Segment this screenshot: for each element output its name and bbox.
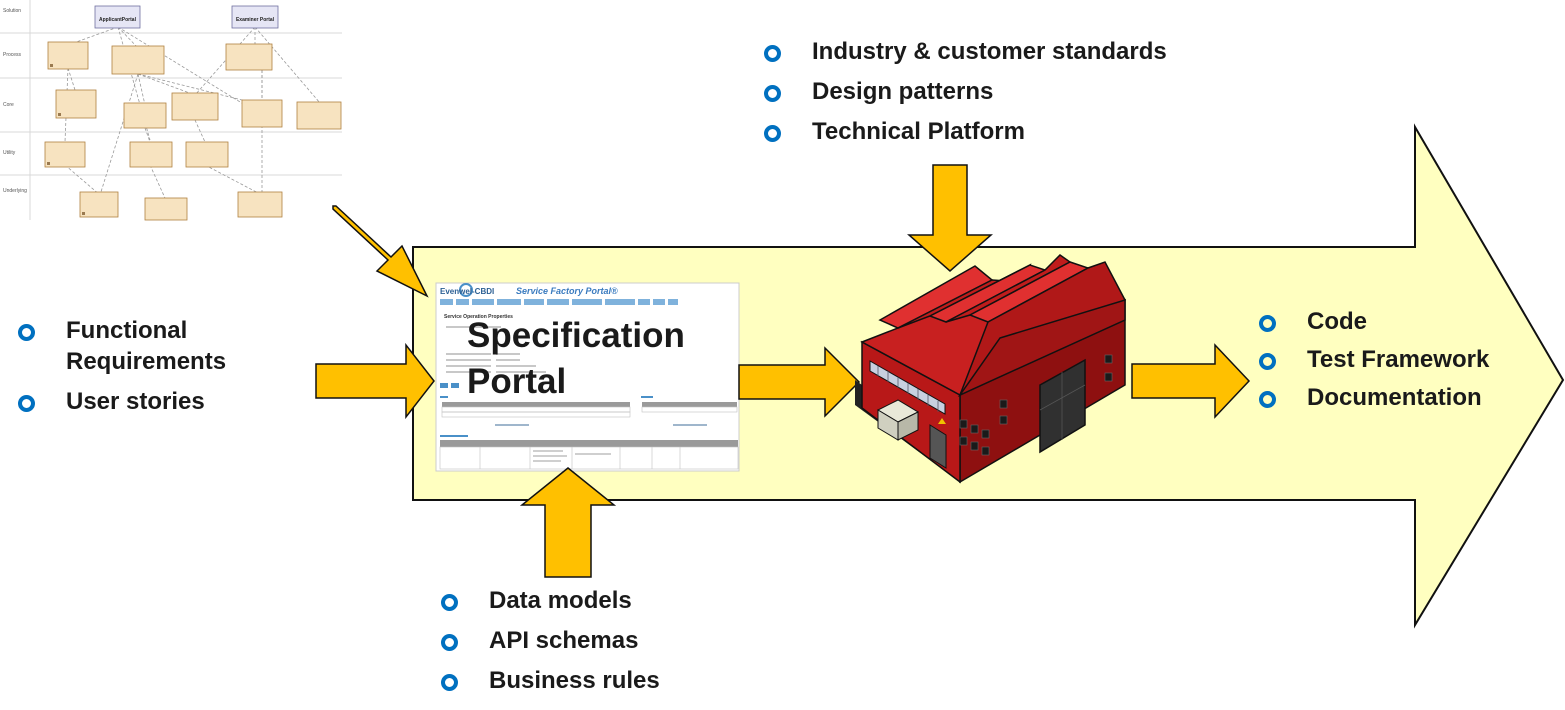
lane-label: Process <box>3 52 22 58</box>
list-item: API schemas <box>437 625 660 656</box>
portal-logo-text: Evenwel-CBDI <box>440 287 494 296</box>
spec-label-line2: Portal <box>467 362 567 401</box>
bullet-icon <box>764 125 781 142</box>
lane-label: Core <box>3 102 14 108</box>
inputs-requirements-list: Functional Requirements User stories <box>14 315 306 426</box>
list-item: Documentation <box>1255 382 1489 413</box>
factory-icon <box>855 254 1126 484</box>
outputs-list: Code Test Framework Documentation <box>1255 306 1489 420</box>
arrow-from-standards <box>907 164 993 272</box>
list-item: Test Framework <box>1255 344 1489 375</box>
bullet-icon <box>764 85 781 102</box>
specification-portal-label: Specification Portal <box>467 313 685 405</box>
inputs-data-list: Data models API schemas Business rules <box>437 585 660 705</box>
inputs-standards-list: Industry & customer standards Design pat… <box>760 36 1167 156</box>
bullet-icon <box>18 395 35 412</box>
list-item: Design patterns <box>760 76 1167 107</box>
spec-label-line1: Specification <box>467 316 685 355</box>
arrow-factory-to-outputs <box>1131 343 1251 419</box>
bullet-icon <box>764 45 781 62</box>
arrow-portal-to-factory <box>738 346 861 418</box>
bullet-icon <box>1259 353 1276 370</box>
portal-box-label: ApplicantPortal <box>99 17 137 23</box>
bullet-icon <box>441 594 458 611</box>
list-item: Code <box>1255 306 1489 337</box>
portal-heading: Service Operation Properties <box>444 314 513 320</box>
lane-label: Underlying <box>3 188 27 194</box>
bullet-icon <box>1259 315 1276 332</box>
arrow-from-data-models <box>519 467 617 578</box>
bullet-icon <box>18 324 35 341</box>
list-item: Business rules <box>437 665 660 696</box>
list-item: Data models <box>437 585 660 616</box>
portal-screenshot: Evenwel-CBDI Service Factory Portal® Ser… <box>435 282 740 472</box>
lane-label: Utility <box>3 150 16 156</box>
bullet-icon <box>1259 391 1276 408</box>
bullet-icon <box>441 634 458 651</box>
arrow-from-requirements <box>315 342 435 420</box>
portal-box-label: Examiner Portal <box>236 17 275 23</box>
portal-product-text: Service Factory Portal® <box>516 286 618 296</box>
list-item: Industry & customer standards <box>760 36 1167 67</box>
arrow-from-uml <box>332 205 429 298</box>
bullet-icon <box>441 674 458 691</box>
uml-diagram-thumbnail: Solution Process Core Utility Underlying <box>0 0 342 221</box>
list-item: Technical Platform <box>760 116 1167 147</box>
list-item: Functional Requirements <box>14 315 306 377</box>
list-item: User stories <box>14 386 306 417</box>
lane-label: Solution <box>3 8 21 14</box>
